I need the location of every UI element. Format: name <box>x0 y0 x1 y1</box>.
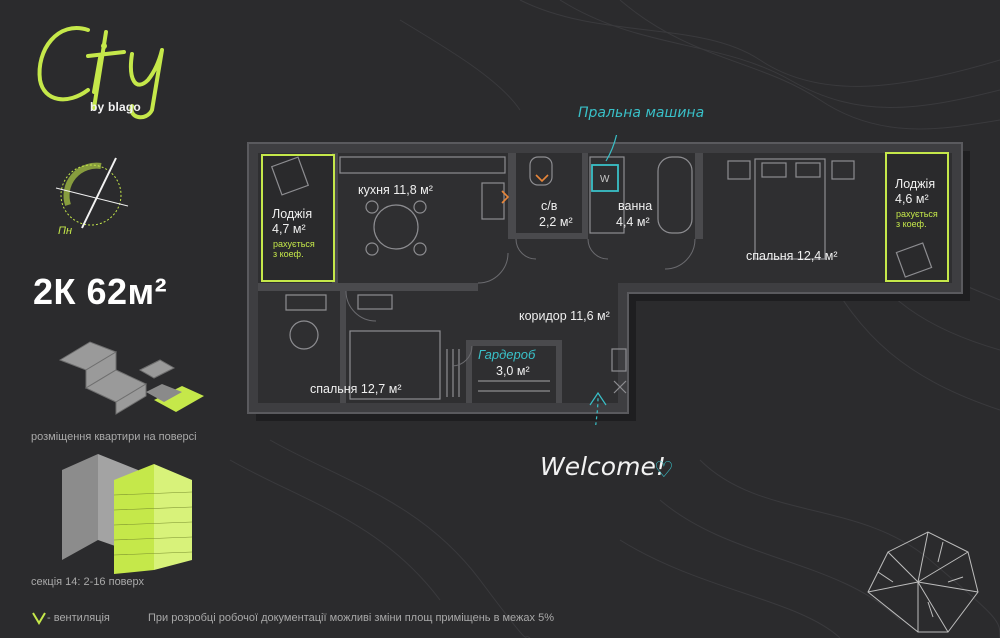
wardrobe-name: Гардероб <box>478 347 536 362</box>
loggia-right-name: Лоджія <box>895 177 936 191</box>
bedroom-left-label: спальня 12,7 м² <box>310 382 402 396</box>
loggia-right-area: 4,6 м² <box>895 192 929 206</box>
wc-name: с/в <box>541 199 558 213</box>
welcome-annotation: Welcome! <box>540 452 666 481</box>
tree-icon <box>867 531 979 633</box>
loggia-left-name: Лоджія <box>272 207 313 221</box>
brand-subtitle: by blago <box>90 100 141 114</box>
bath-area: 4,4 м² <box>616 215 650 229</box>
washer-symbol: W <box>600 174 610 185</box>
ventilation-legend-label: - вентиляція <box>47 612 110 624</box>
kitchen-label: кухня 11,8 м² <box>358 183 433 197</box>
disclaimer-text: При розробці робочої документації можлив… <box>148 612 554 624</box>
corridor-label: коридор 11,6 м² <box>519 309 610 323</box>
apartment-floor-plan: W Лоджія 4,7 м² рахується <box>240 126 980 456</box>
bedroom-right-label: спальня 12,4 м² <box>746 249 838 263</box>
loggia-left-note-1: рахується <box>273 239 315 249</box>
loggia-right-note-1: рахується <box>896 209 938 219</box>
building-section-image <box>58 450 198 575</box>
apartment-title: 2К 62м² <box>33 271 168 312</box>
loggia-left-area: 4,7 м² <box>272 222 306 236</box>
wardrobe-area: 3,0 м² <box>496 364 530 378</box>
wc-area: 2,2 м² <box>539 215 573 229</box>
ventilation-icon <box>32 611 46 625</box>
washing-machine-annotation: Пральна машина <box>578 105 705 121</box>
brand-logo <box>28 10 218 120</box>
compass-icon <box>46 150 136 240</box>
loggia-right-note-2: з коеф. <box>896 219 927 229</box>
floor-position-caption: розміщення квартири на поверсі <box>31 431 197 443</box>
section-caption: секція 14: 2-16 поверх <box>31 576 145 588</box>
compass-label: Пн <box>58 225 73 237</box>
heart-icon: ♡ <box>654 457 674 482</box>
bath-name: ванна <box>618 199 653 213</box>
loggia-left-note-2: з коеф. <box>273 249 304 259</box>
floor-position-image <box>50 330 210 426</box>
